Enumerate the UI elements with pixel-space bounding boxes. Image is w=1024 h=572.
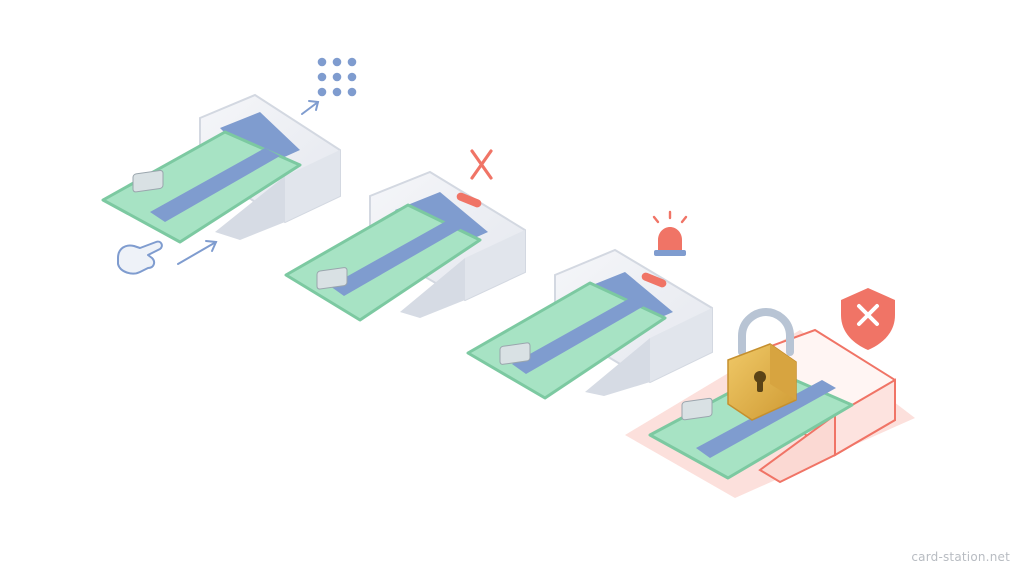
step-insert	[101, 57, 357, 275]
pointing-hand-icon	[117, 240, 163, 275]
credit-card	[101, 130, 302, 244]
padlock-icon	[727, 307, 797, 421]
status-light	[456, 192, 482, 208]
status-light	[641, 272, 667, 288]
chip-icon	[132, 169, 164, 193]
step-rejected	[284, 149, 526, 322]
chip-icon	[316, 267, 348, 290]
chip-icon	[499, 342, 531, 365]
arrow-up-right-icon	[301, 100, 320, 115]
siren-icon	[652, 210, 688, 256]
shield-x-icon	[841, 288, 895, 350]
credit-card	[466, 281, 667, 400]
watermark-text: card-station.net	[911, 550, 1010, 564]
step-locked	[625, 288, 915, 498]
x-mark-icon	[470, 149, 493, 180]
chip-icon	[681, 397, 713, 421]
credit-card	[284, 203, 482, 322]
keypad-grid-icon	[317, 57, 357, 97]
step-alert	[466, 210, 713, 400]
arrow-insert-icon	[177, 240, 218, 265]
